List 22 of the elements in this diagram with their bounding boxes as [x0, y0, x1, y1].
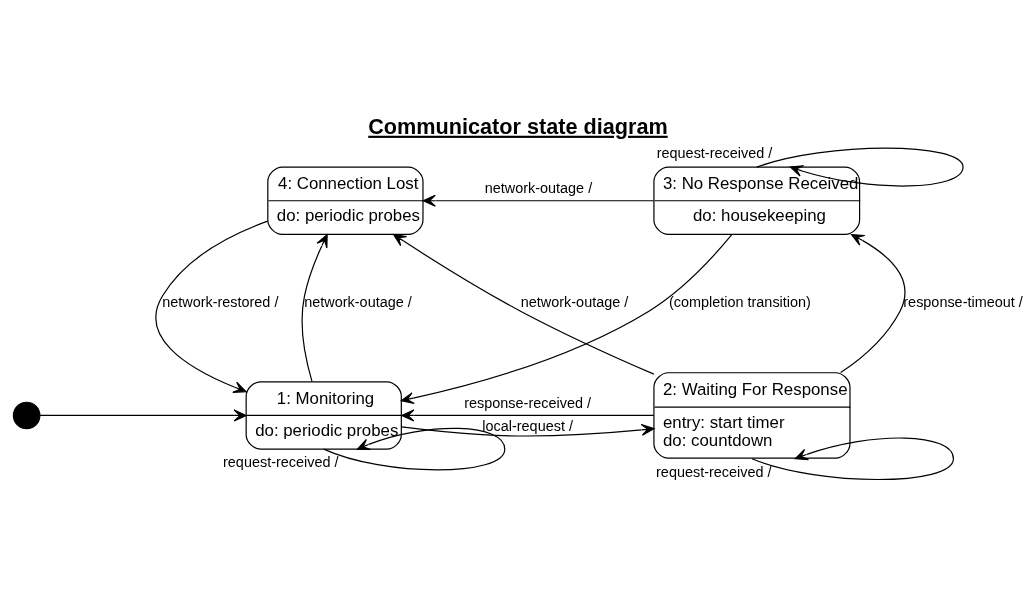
arrow: [401, 423, 655, 437]
edge-label: local-request /: [482, 417, 573, 434]
edge-label: network-outage /: [520, 294, 629, 311]
arrow: [840, 233, 906, 374]
arrow: [400, 233, 733, 405]
edge-label: request-received /: [656, 145, 773, 162]
edge-label: network-outage /: [304, 294, 412, 311]
arrow: [392, 233, 655, 375]
edge-label: network-restored /: [162, 294, 279, 311]
node-circle: [12, 401, 41, 430]
edge-label: response-received /: [464, 394, 591, 411]
edge-label: (completion transition): [668, 294, 811, 311]
edge-label: request-received /: [656, 464, 772, 481]
arrow: [422, 194, 655, 207]
arrow: [155, 220, 269, 393]
diagram-title: Communicator state diagram: [368, 113, 668, 139]
edge-label: response-timeout /: [903, 294, 1023, 311]
arrow: [39, 409, 247, 422]
edge-label: network-outage /: [484, 180, 593, 197]
edge-label: request-received /: [223, 453, 339, 470]
arrow: [301, 234, 328, 383]
arrow: [401, 409, 655, 422]
